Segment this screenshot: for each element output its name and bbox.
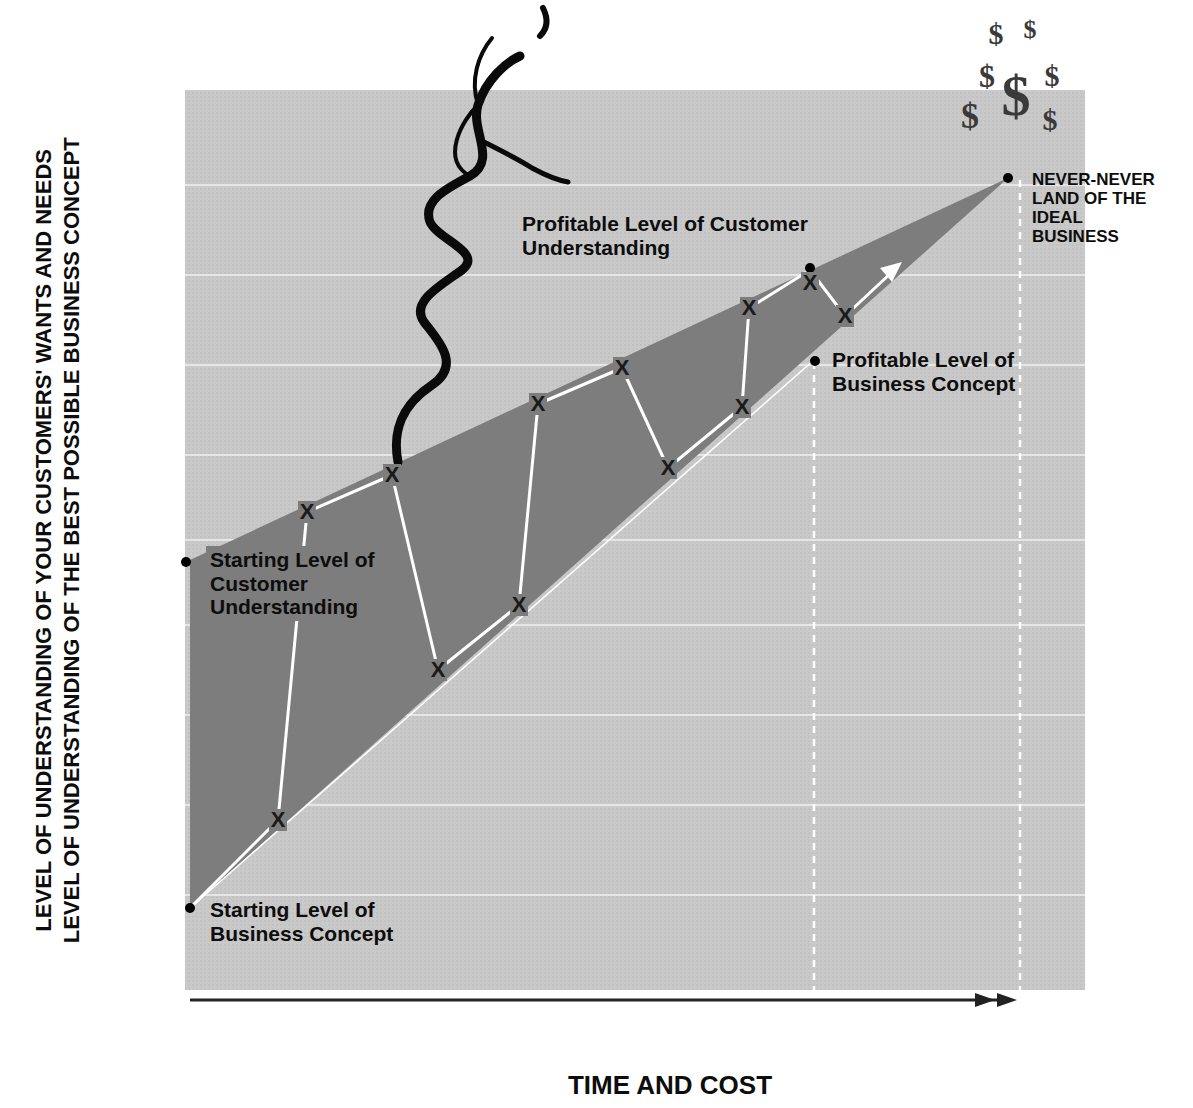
dashed-guides xyxy=(814,180,1020,990)
dollar-sign: $ xyxy=(989,19,1004,49)
step-mark: X xyxy=(298,501,317,523)
level-label: Profitable Level of Customer Understandi… xyxy=(522,212,812,259)
chart-ground xyxy=(185,90,1085,990)
step-mark: X xyxy=(613,357,632,379)
understanding-wedge xyxy=(190,178,1008,908)
step-mark: X xyxy=(733,396,752,418)
dollar-sign: $ xyxy=(1045,61,1060,91)
level-label: Profitable Level of Business Concept xyxy=(832,348,1052,395)
step-mark: X xyxy=(740,297,759,319)
region-label: NEVER-NEVER LAND OF THE IDEAL BUSINESS xyxy=(1032,170,1172,246)
progress-zigzag xyxy=(190,270,892,908)
step-mark: X xyxy=(429,659,448,681)
step-mark: X xyxy=(269,809,288,831)
progress-arrowhead xyxy=(880,262,902,282)
step-mark: X xyxy=(510,594,529,616)
level-label: Starting Level of Business Concept xyxy=(210,898,440,945)
step-mark: X xyxy=(529,393,548,415)
axis-title: LEVEL OF UNDERSTANDING OF THE BEST POSSI… xyxy=(60,10,85,1070)
axis-title: TIME AND COST xyxy=(568,1071,772,1100)
dollar-sign: $ xyxy=(1043,105,1058,135)
dollar-sign: $ xyxy=(979,60,995,92)
axis-title: LEVEL OF UNDERSTANDING OF YOUR CUSTOMERS… xyxy=(32,10,57,1070)
dollar-sign: $ xyxy=(1024,17,1037,43)
time-axis-arrow xyxy=(190,993,1017,1007)
step-mark: X xyxy=(836,305,855,327)
dollar-sign: $ xyxy=(961,98,979,134)
level-dots xyxy=(181,173,1013,913)
step-mark: X xyxy=(659,457,678,479)
level-label: Starting Level of Customer Understanding xyxy=(206,546,404,621)
dollar-sign: $ xyxy=(1002,67,1031,125)
step-mark: X xyxy=(801,272,820,294)
step-mark: X xyxy=(383,464,402,486)
